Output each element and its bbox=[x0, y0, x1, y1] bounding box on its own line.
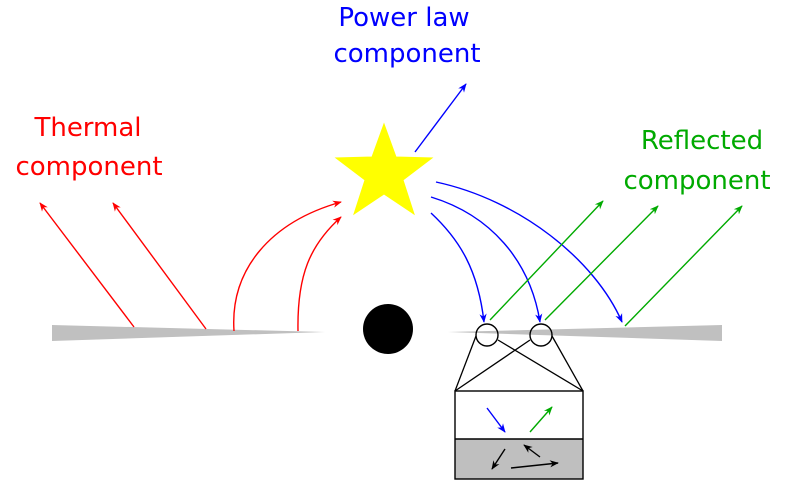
power-law-arrow-3 bbox=[435, 181, 623, 323]
reflected-label-line1: Reflected bbox=[641, 126, 763, 156]
reflected-arrow-2 bbox=[544, 205, 659, 321]
inset-green-arrow bbox=[529, 406, 553, 433]
black-hole-icon bbox=[363, 304, 413, 354]
power-law-arrow-1 bbox=[430, 212, 487, 323]
power-law-label-line2: component bbox=[333, 39, 480, 69]
inset-black-arrow-3 bbox=[510, 460, 559, 469]
disk-left bbox=[52, 325, 325, 341]
star-icon bbox=[334, 122, 434, 216]
thermal-arrow-2 bbox=[112, 202, 207, 330]
thermal-arrow-3 bbox=[233, 200, 342, 332]
inset-blue-arrow bbox=[486, 407, 506, 433]
thermal-arrow-4 bbox=[297, 216, 342, 332]
inset-lower-region bbox=[455, 439, 583, 479]
inset-black-arrow-2 bbox=[491, 448, 506, 470]
reflected-arrows bbox=[489, 200, 743, 327]
power-law-arrow-up bbox=[414, 83, 467, 153]
disk-right bbox=[448, 325, 722, 341]
power-law-arrow-2 bbox=[430, 196, 543, 323]
reflected-arrow-3 bbox=[624, 205, 743, 327]
thermal-arrow-1 bbox=[39, 202, 135, 328]
zoom-circle-2 bbox=[529, 323, 553, 347]
inset-outline bbox=[454, 390, 584, 480]
thermal-arrows bbox=[39, 200, 342, 332]
thermal-label-line2: component bbox=[15, 152, 162, 182]
zoom-lines bbox=[454, 335, 584, 392]
thermal-label-line1: Thermal bbox=[33, 113, 141, 143]
reflected-label-line2: component bbox=[623, 166, 770, 196]
power-law-label-line1: Power law bbox=[338, 3, 469, 33]
inset-box bbox=[454, 390, 584, 480]
power-law-arrows bbox=[414, 83, 623, 323]
zoom-circle-1 bbox=[475, 323, 499, 347]
reflected-arrow-1 bbox=[489, 200, 604, 321]
inset-black-arrow-1 bbox=[523, 444, 541, 458]
